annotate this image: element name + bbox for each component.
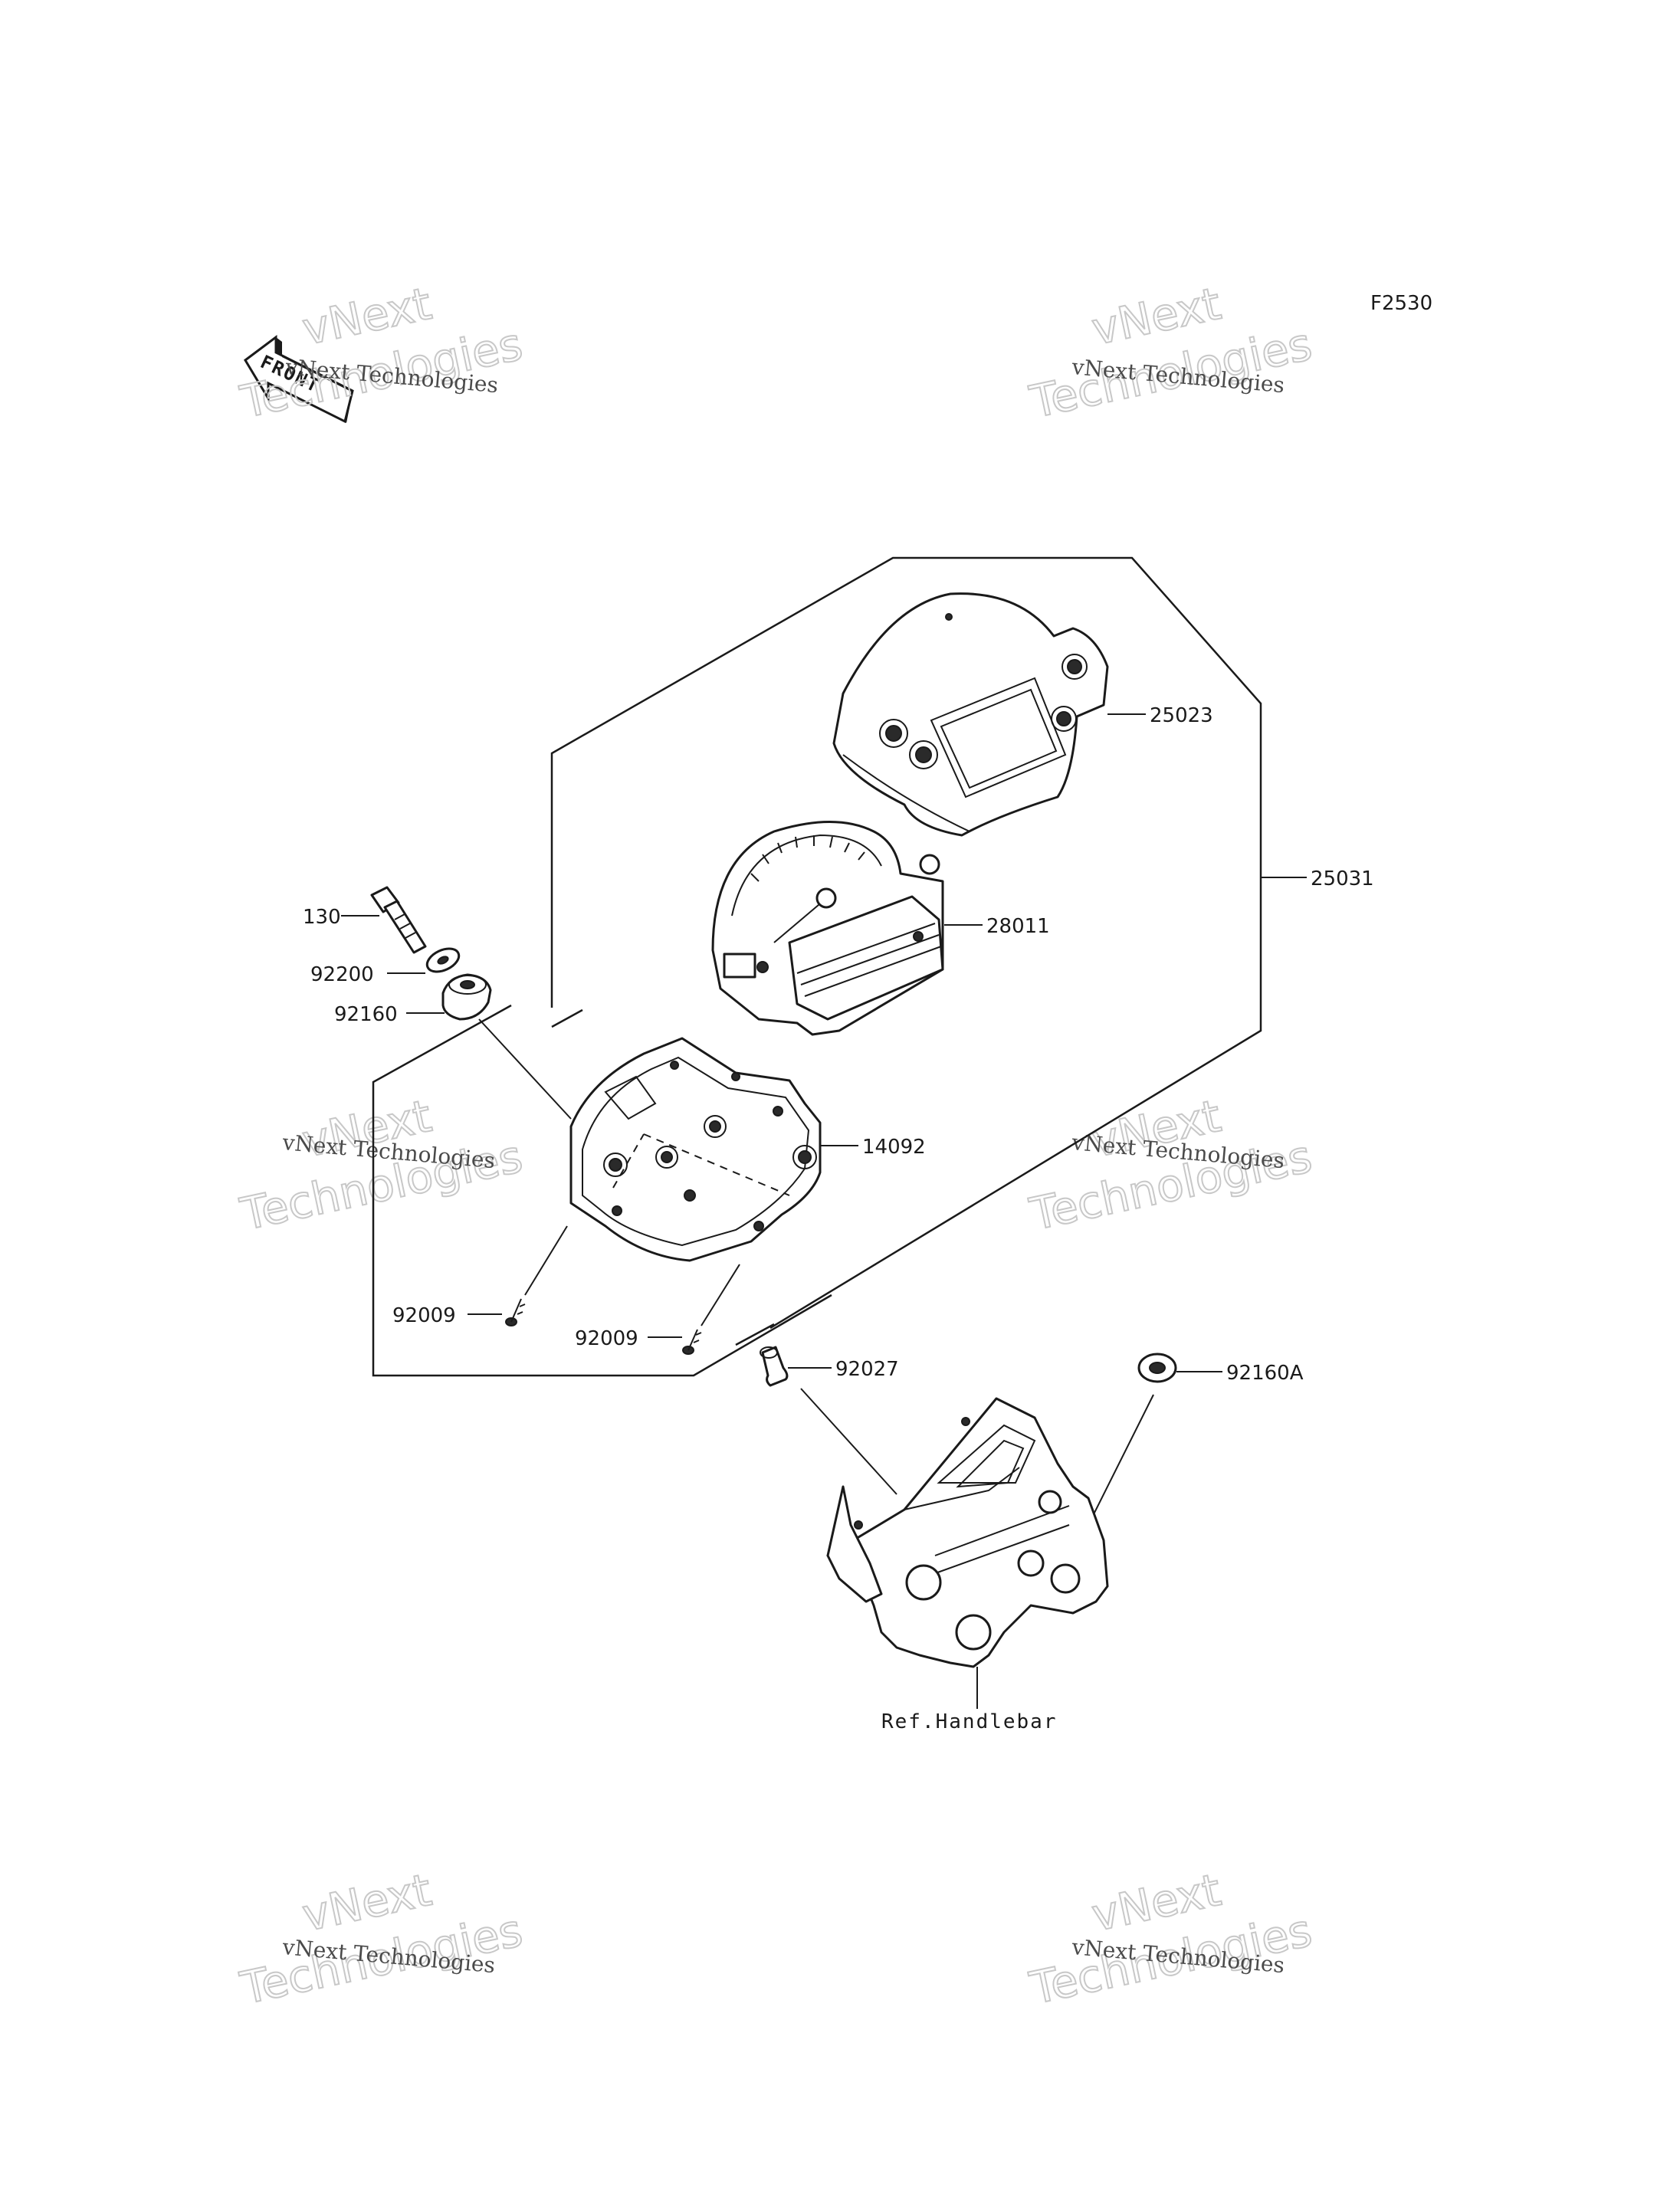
label-92009-right: 92009 (575, 1327, 638, 1350)
watermark-bottom-right: vNext Technologies vNext Technologies (1025, 1863, 1317, 2015)
label-92200: 92200 (310, 963, 374, 986)
label-25031: 25031 (1311, 867, 1374, 890)
frame-break-2 (735, 1323, 775, 1346)
gauge-needle (773, 900, 825, 943)
watermark-bottom-left: vNext Technologies vNext Technologies (235, 1863, 528, 2015)
watermark-mid-right: vNext Technologies vNext Technologies (1025, 1089, 1317, 1241)
label-92160a: 92160A (1226, 1362, 1304, 1385)
label-92160: 92160 (334, 1003, 398, 1026)
label-130: 130 (303, 906, 341, 929)
grommet-92160a (1137, 1353, 1177, 1383)
figure-code: F2530 (1370, 292, 1432, 315)
watermark-top-right: vNext Technologies vNext Technologies (1025, 277, 1317, 429)
label-92009-left: 92009 (392, 1304, 456, 1327)
handlebar-bracket (826, 1397, 1109, 1668)
meter-cover-25023 (832, 592, 1109, 837)
leader-92009-left-assembly (524, 1225, 568, 1296)
leader-92027-assembly (800, 1388, 897, 1495)
screw-92009-right (682, 1329, 702, 1355)
leader-92009-right-assembly (701, 1264, 740, 1326)
leader-92160-assembly (478, 1018, 572, 1120)
gauge-ticks (750, 835, 865, 882)
label-25023: 25023 (1150, 704, 1213, 727)
frame-break-1 (551, 1008, 583, 1028)
watermark-mid-left: vNext Technologies vNext Technologies (235, 1089, 528, 1241)
label-14092: 14092 (862, 1136, 926, 1159)
washer-92200 (425, 947, 461, 973)
meter-case-14092 (569, 1037, 822, 1262)
label-ref-handlebar: Ref.Handlebar (881, 1710, 1058, 1733)
bolt-130 (370, 886, 427, 954)
subassembly-frame-14092 (372, 1004, 832, 1377)
label-28011: 28011 (986, 915, 1050, 938)
meter-unit-28011 (711, 821, 944, 1036)
screw-92009-left (505, 1298, 526, 1326)
collar-92027 (760, 1346, 789, 1387)
assembly-frame-25031 (550, 556, 1262, 1330)
grommet-92160 (441, 973, 492, 1021)
label-92027: 92027 (835, 1358, 899, 1381)
